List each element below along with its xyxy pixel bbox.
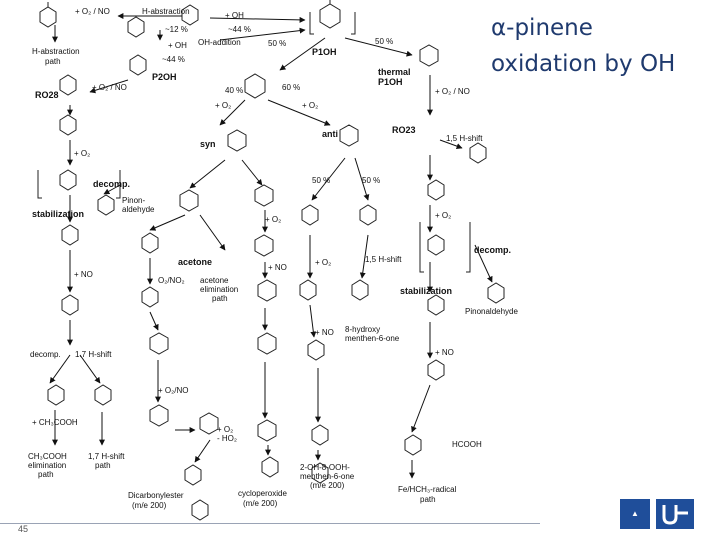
arrow xyxy=(189,159,226,189)
label-oh-oohmenthenone: 2-OH-8-OOH-menthen-6-one(m/e 200) xyxy=(300,463,355,490)
label-dicarbonylester: Dicarbonylester(m/e 200) xyxy=(128,491,184,510)
label-p1oh: P1OH xyxy=(312,47,337,57)
label-o2-no-bottom: + O₂/NO xyxy=(158,386,188,395)
label-cycloperoxide: cycloperoxide(m/e 200) xyxy=(238,489,287,508)
label-p2oh: P2OH xyxy=(152,72,177,82)
label-pct-50-d: 50 % xyxy=(362,176,380,185)
label-stabilization-right: stabilization xyxy=(400,286,452,296)
label-o2-e: + O₂ xyxy=(435,211,451,220)
arrow xyxy=(279,37,326,71)
label-anti: anti xyxy=(322,129,338,139)
label-pct-44b: ~44 % xyxy=(162,55,185,64)
arrow xyxy=(199,214,226,251)
label-pct-50-left: 50 % xyxy=(268,39,286,48)
label-ro28: RO28 xyxy=(35,90,59,100)
title-line-1: α-pinene xyxy=(491,15,593,41)
arrow xyxy=(149,214,186,231)
label-h-abstraction: H-abstraction xyxy=(142,7,190,16)
arrow xyxy=(311,157,346,201)
arrow xyxy=(79,354,101,384)
label-decomp-bottom: decomp. xyxy=(30,350,61,359)
label-no-mid: + NO xyxy=(268,263,287,272)
arrow xyxy=(149,311,159,331)
arrow xyxy=(49,354,71,384)
label-pinonaldehyde-right: Pinonaldehyde xyxy=(465,307,518,316)
arrow xyxy=(359,234,369,279)
label-pct-12: ~12 % xyxy=(165,25,188,34)
label-decomp-right: decomp. xyxy=(474,245,511,255)
label-o2-no-p2: + O₂ / NO xyxy=(92,83,127,92)
label-o2-b: + O₂ xyxy=(302,101,318,110)
label-no-center: + NO xyxy=(315,328,334,337)
arrow xyxy=(241,159,263,186)
label-pct-44a: ~44 % xyxy=(228,25,251,34)
lab-logo-icon: ▲ xyxy=(620,499,650,529)
label-17-h-shift-top: 1.7 H-shift xyxy=(75,350,112,359)
label-no-right: + NO xyxy=(435,348,454,357)
label-pct-40: 40 % xyxy=(225,86,243,95)
arrow xyxy=(309,304,317,338)
label-no-left: + NO xyxy=(74,270,93,279)
label-pinonaldehyde-left: Pinon-aldehyde xyxy=(122,196,155,214)
label-ro23: RO23 xyxy=(392,125,416,135)
slide-title: α-pinene oxidation by OH xyxy=(491,10,716,82)
reaction-arrows xyxy=(49,13,493,479)
arrow xyxy=(439,139,463,149)
label-pct-50-right: 50 % xyxy=(375,37,393,46)
label-ch3cooh-plus: + CH₃COOH xyxy=(32,418,78,427)
university-logo-icon xyxy=(656,499,694,529)
label-oh-addition: OH-addition xyxy=(198,38,241,47)
page-number: 45 xyxy=(18,524,29,534)
arrow xyxy=(354,157,370,201)
arrow xyxy=(219,27,306,41)
arrow xyxy=(103,184,121,195)
scheme-labels: + O₂ / NO H-abstraction + OH ~12 % ~44 %… xyxy=(28,7,518,510)
arrow xyxy=(209,16,306,23)
molecule-structures xyxy=(37,0,505,521)
label-o2-no-top: + O₂ / NO xyxy=(75,7,110,16)
label-o2-left1: + O₂ xyxy=(74,149,90,158)
label-stabilization-left: stabilization xyxy=(32,209,84,219)
label-oh-plus-mid: + OH xyxy=(168,41,187,50)
label-hcooh: HCOOH xyxy=(452,440,482,449)
label-syn: syn xyxy=(200,139,216,149)
label-oh-plus-top: + OH xyxy=(225,11,244,20)
footer-divider xyxy=(0,523,540,524)
label-pct-50-c: 50 % xyxy=(312,176,330,185)
arrow xyxy=(474,244,493,283)
label-acetone: acetone xyxy=(178,257,212,267)
arrow xyxy=(344,37,413,57)
arrow xyxy=(194,439,211,463)
label-o2-a: + O₂ xyxy=(215,101,231,110)
label-o2-ho2: + O₂- HO₂ xyxy=(217,425,237,443)
label-o2-d: + O₂ xyxy=(315,258,331,267)
reaction-scheme: + O₂ / NO H-abstraction + OH ~12 % ~44 %… xyxy=(28,0,518,521)
label-o2-c: + O₂ xyxy=(265,215,281,224)
title-line-2: oxidation by OH xyxy=(491,51,676,77)
arrow xyxy=(89,79,129,94)
arrow xyxy=(219,99,246,126)
arrow xyxy=(411,384,431,433)
label-o2-no2: O₂/NO₂ xyxy=(158,276,185,285)
label-15-h-shift-mid: 1,5 H-shift xyxy=(365,255,402,264)
label-15-h-shift-top: 1,5 H-shift xyxy=(446,134,483,143)
arrow xyxy=(267,99,331,126)
label-decomp-left: decomp. xyxy=(93,179,130,189)
label-pct-60: 60 % xyxy=(282,83,300,92)
label-o2-no-right: + O₂ / NO xyxy=(435,87,470,96)
